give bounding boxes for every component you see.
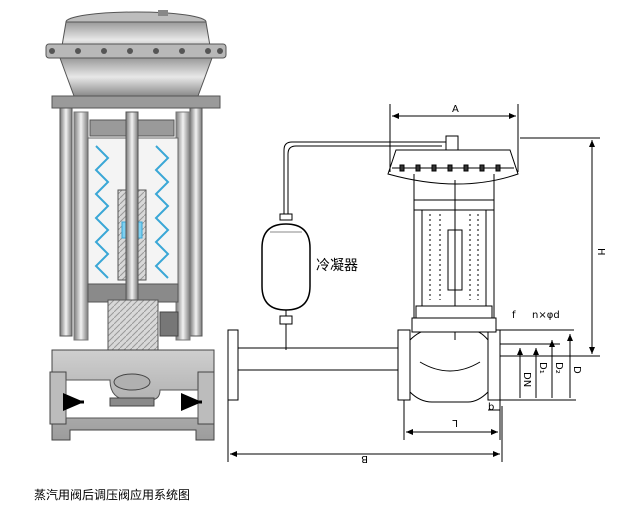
- impulse-line: [279, 141, 446, 350]
- dim-a-label: A: [452, 104, 459, 115]
- dim-l-label: L: [452, 417, 458, 428]
- dim-h-label: H: [595, 248, 606, 256]
- dim-d1-label: D₁: [537, 362, 548, 374]
- dim-flange-holes-label: n×φd: [532, 310, 560, 321]
- condenser-label: 冷凝器: [316, 258, 358, 274]
- dim-d-label: D: [571, 366, 582, 374]
- dim-a-line: [389, 104, 519, 172]
- dim-l-line: [403, 400, 501, 440]
- valve-body-outline: [409, 329, 489, 403]
- figure-caption: 蒸汽用阀后调压阀应用系统图: [34, 488, 191, 502]
- pipeline: [227, 329, 501, 401]
- system-schematic: [227, 104, 600, 462]
- dim-flange-verticals: [500, 329, 576, 401]
- valve-body-cutaway: [49, 349, 215, 441]
- condenser-vessel: [261, 223, 311, 311]
- dim-f-label: f: [512, 310, 516, 321]
- actuator-outline: [387, 135, 519, 340]
- actuator-dome: [45, 10, 227, 109]
- dim-b-label: B: [361, 453, 368, 464]
- dim-dn-label: DN: [521, 372, 532, 387]
- valve-cutaway-illustration: [45, 10, 227, 441]
- dim-b-line: [227, 400, 503, 462]
- dim-d2-label: D₂: [553, 362, 564, 374]
- dim-thickness-label: b: [488, 402, 494, 413]
- dim-h-line: [500, 137, 600, 357]
